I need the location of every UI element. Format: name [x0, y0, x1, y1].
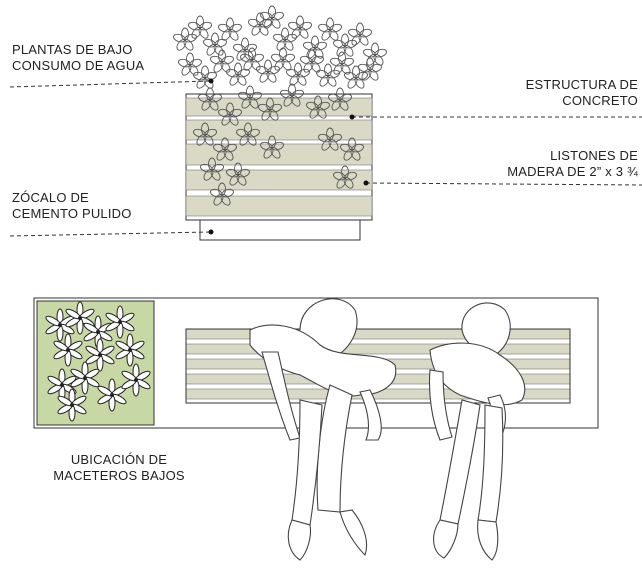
callout-plants: PLANTAS DE BAJO CONSUMO DE AGUA	[12, 42, 144, 74]
callout-plinth-line1: ZÓCALO DE	[12, 190, 89, 205]
callout-plinth-line2: CEMENTO PULIDO	[12, 206, 132, 221]
callout-planter-location-line1: UBICACIÓN DE	[70, 452, 168, 467]
plinth-base	[199, 219, 361, 241]
callout-plants-line1: PLANTAS DE BAJO	[12, 42, 133, 57]
callout-structure-line2: CONCRETO	[562, 93, 638, 108]
bench-slat-frame	[185, 328, 571, 404]
callout-slats-line2: MADERA DE 2” x 3 ¾	[507, 164, 638, 179]
callout-plinth: ZÓCALO DE CEMENTO PULIDO	[12, 190, 132, 222]
callout-slats: LISTONES DE MADERA DE 2” x 3 ¾	[507, 148, 638, 180]
callout-structure: ESTRUCTURA DE CONCRETO	[526, 77, 638, 109]
person-figure-right	[428, 302, 526, 561]
callout-planter-location-line2: MACETEROS BAJOS	[53, 468, 185, 483]
callout-plants-line2: CONSUMO DE AGUA	[12, 58, 145, 73]
person-figure-left	[249, 298, 397, 561]
callout-planter-location: UBICACIÓN DE MACETEROS BAJOS	[44, 452, 194, 484]
callout-dots	[208, 78, 369, 235]
callout-leaders	[9, 80, 642, 237]
planter-elevation	[9, 5, 642, 241]
callout-slats-line1: LISTONES DE	[550, 148, 638, 163]
bench-plan	[33, 297, 599, 561]
callout-structure-line1: ESTRUCTURA DE	[525, 77, 638, 92]
